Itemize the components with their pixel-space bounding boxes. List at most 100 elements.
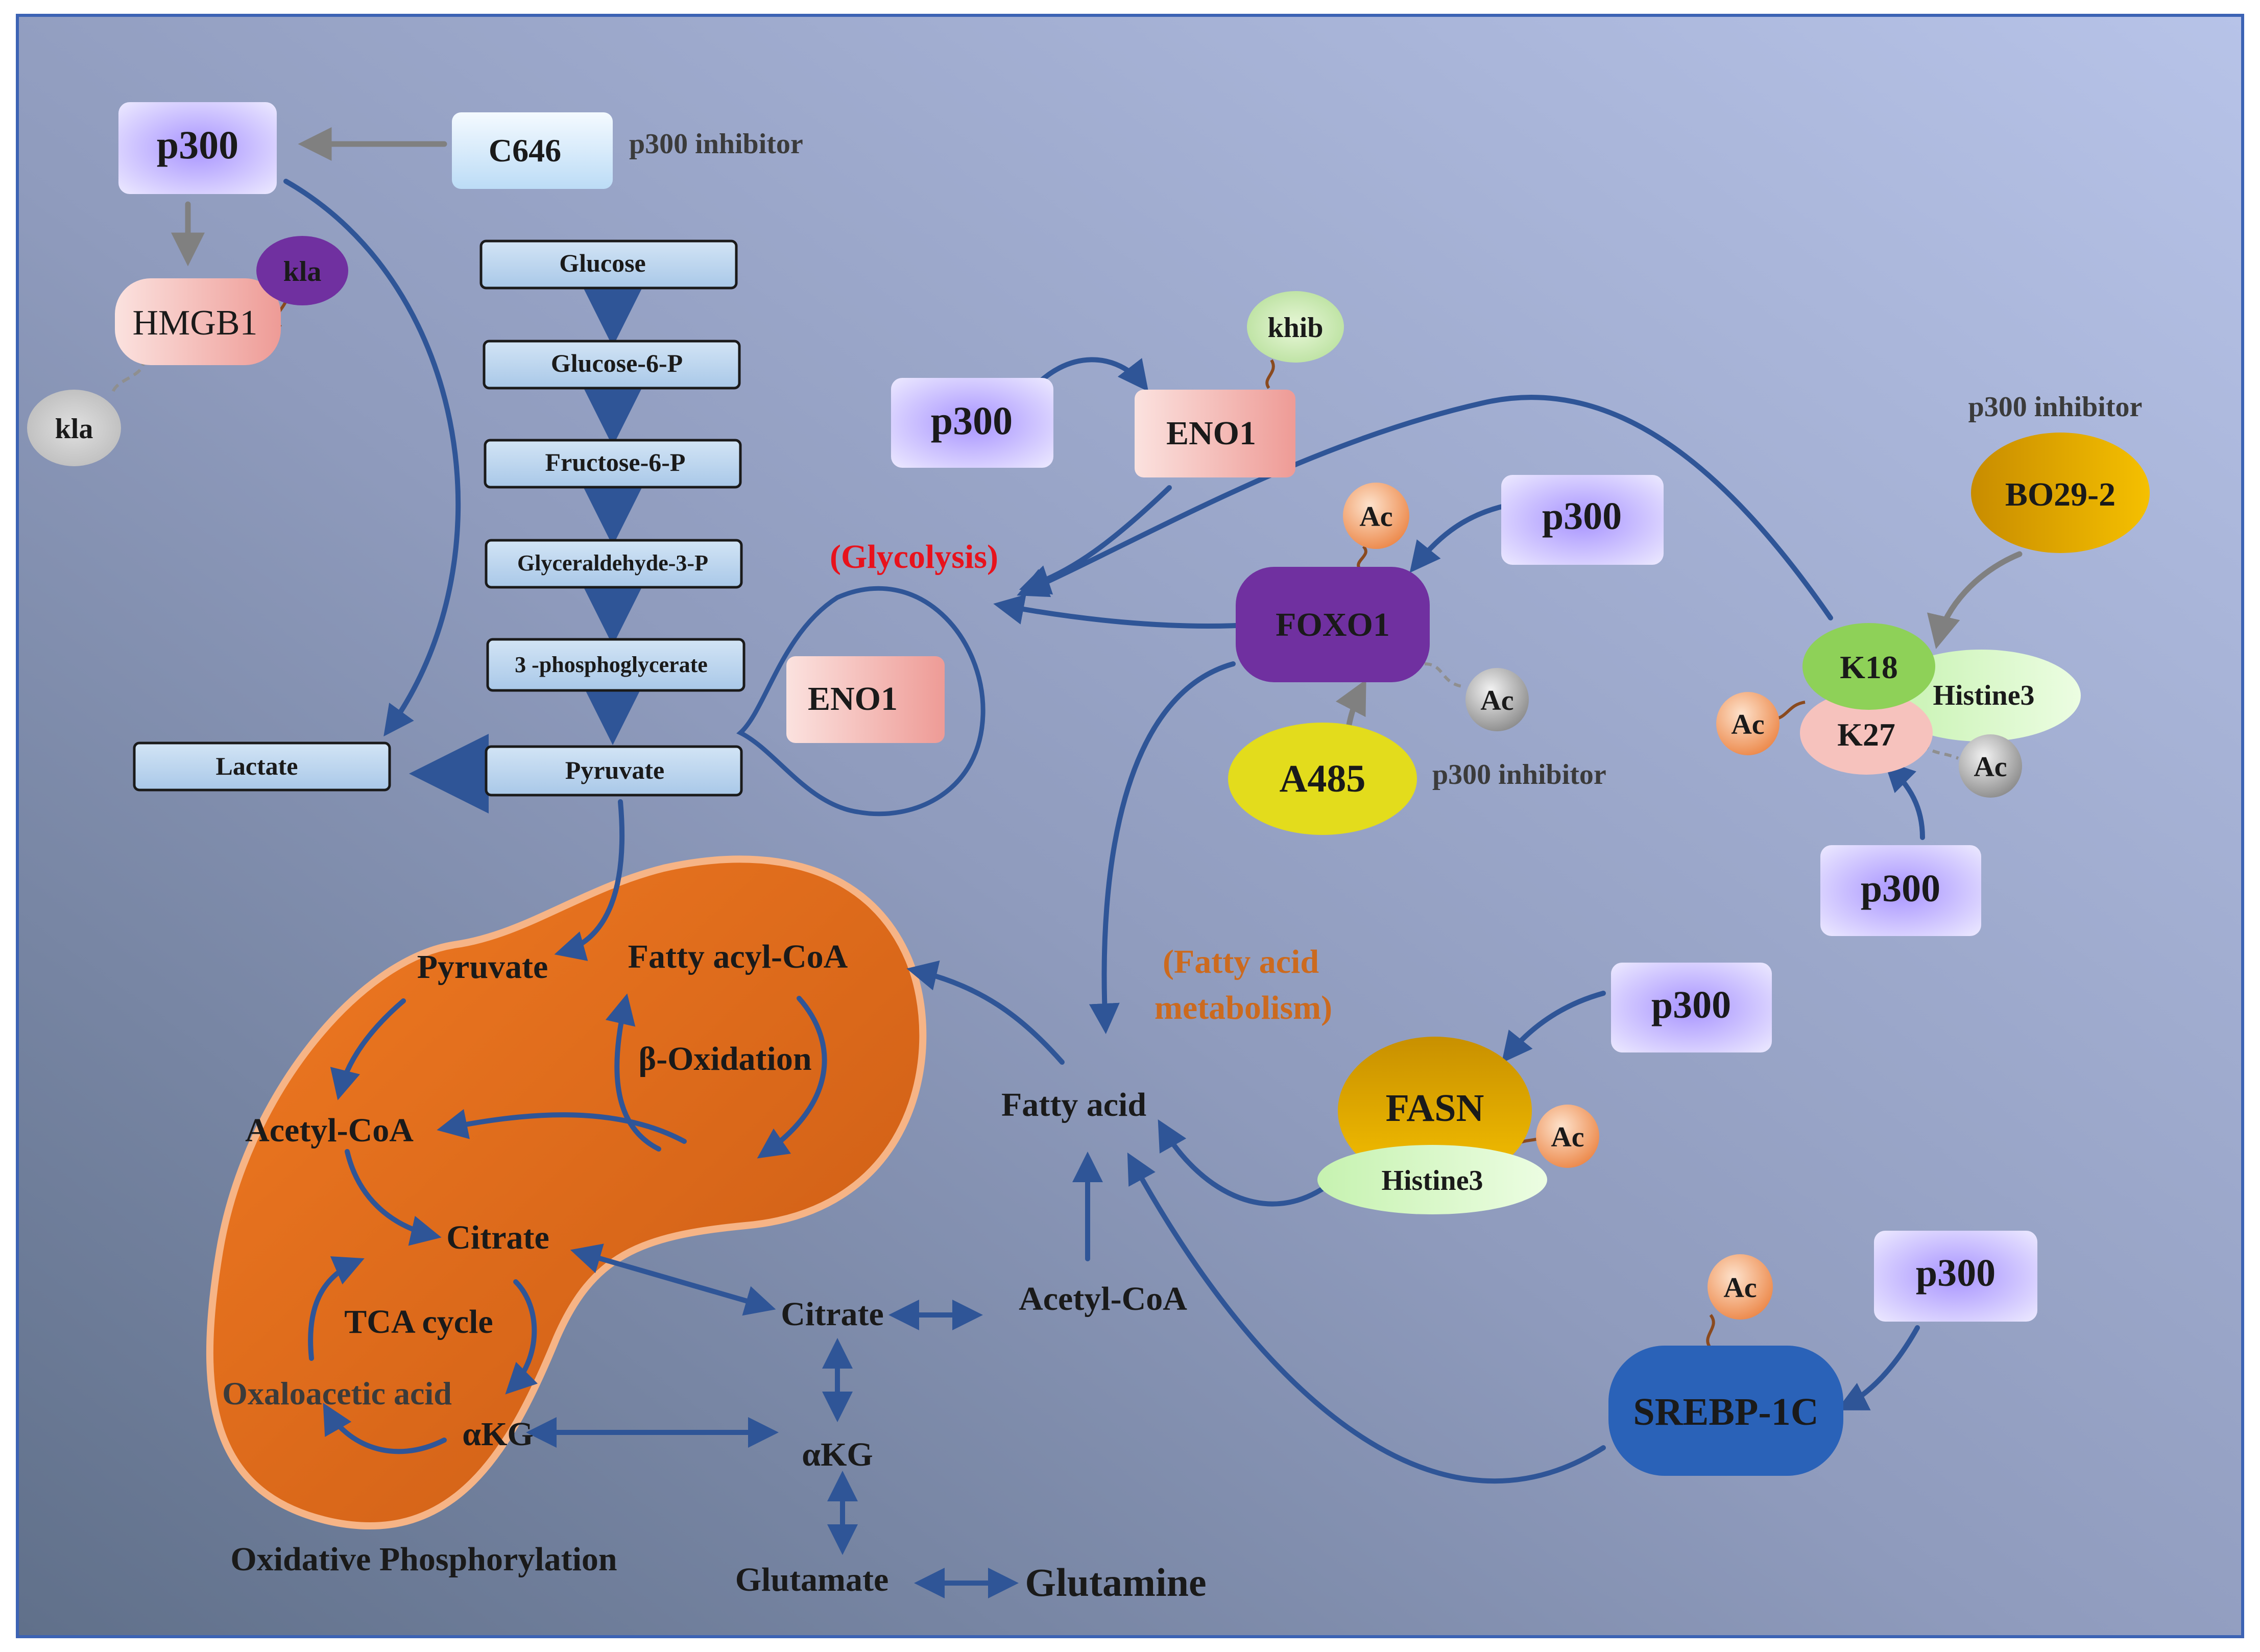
tether-eno1-khib — [1265, 359, 1275, 389]
kla-label-bottom: kla — [55, 413, 93, 445]
ac-badge-k27-left — [1716, 692, 1780, 755]
arrow-p300-to-k27 — [1884, 760, 1925, 840]
kla-badge-top — [256, 236, 348, 305]
arrow-oaa-to-citrate-cycle — [308, 1256, 365, 1361]
cytosol-citrate-label: Citrate — [781, 1296, 884, 1333]
arrow-acyl-to-betaox-left — [605, 993, 661, 1152]
eno1-node-loop — [786, 656, 945, 743]
ac-label-foxo1-right: Ac — [1480, 685, 1513, 716]
c646-node — [452, 112, 613, 189]
glycolysis-chain: Glucose Glucose-6-P Fructose-6-P Glycera… — [133, 240, 746, 797]
glucose-6-p-label: Glucose-6-P — [551, 349, 683, 377]
ac-badge-foxo1-right — [1465, 668, 1529, 731]
mito-akg-label: αKG — [462, 1416, 534, 1453]
arrow-srebp-to-fattyacid — [1127, 1152, 1606, 1484]
c646-inhibitor-label: p300 inhibitor — [629, 128, 803, 160]
k27-node — [1800, 691, 1933, 775]
khib-label: khib — [1268, 312, 1324, 344]
p300-label-eno1: p300 — [931, 398, 1013, 443]
ac-label-srebp: Ac — [1723, 1272, 1757, 1304]
arrow-citrate-exchange — [570, 1243, 776, 1316]
mito-acetyl-coa-label: Acetyl-CoA — [245, 1112, 414, 1149]
kla-badge-bottom — [27, 390, 121, 466]
arrow-fasn-to-fattyacid — [1158, 1119, 1338, 1207]
a485-inhibitor-label: p300 inhibitor — [1432, 759, 1606, 791]
3-phosphoglycerate-label: 3 -phosphoglycerate — [515, 652, 708, 677]
k18-node — [1802, 623, 1935, 710]
ac-badge-k27-right — [1959, 734, 2022, 798]
glyceraldehyde-3-p-box — [485, 539, 743, 589]
fatty-acid-metabolism-label-2: metabolism) — [1155, 989, 1332, 1026]
eno1-label-upper: ENO1 — [1166, 415, 1256, 452]
fructose-6-p-label: Fructose-6-P — [545, 448, 686, 476]
histine3-body-fasn — [1317, 1145, 1547, 1214]
histine3-label-fasn: Histine3 — [1381, 1165, 1483, 1196]
mito-citrate-label: Citrate — [446, 1219, 549, 1256]
mito-tca-cycle-label: TCA cycle — [344, 1303, 493, 1340]
ac-label-k27-left: Ac — [1731, 709, 1764, 740]
arrow-k18-to-glycolysis — [1017, 395, 1833, 620]
arrow-p300-to-foxo1-ac — [1409, 503, 1509, 573]
ac-badge-srebp — [1708, 1254, 1773, 1320]
kla-label-top: kla — [283, 256, 322, 288]
mito-beta-oxidation-label: β-Oxidation — [638, 1040, 811, 1078]
ac-label-fasn: Ac — [1551, 1121, 1584, 1153]
tether-foxo1-ac-right — [1424, 662, 1466, 688]
srebp-1c-label: SREBP-1C — [1633, 1391, 1818, 1433]
p300-label-fasn: p300 — [1651, 984, 1731, 1026]
arrow-pyruvate-into-mitochondria — [554, 799, 625, 961]
eno1-node-upper — [1135, 390, 1295, 477]
arrow-acyl-to-betaox-right — [757, 996, 827, 1159]
tether-srebp-ac — [1706, 1314, 1715, 1349]
glucose-label: Glucose — [559, 249, 645, 277]
p300-node-eno1 — [891, 378, 1053, 468]
arrow-akg-to-oaa-cycle — [323, 1402, 447, 1454]
p300-node-srebp — [1874, 1231, 2037, 1322]
cytosol-akg-label: αKG — [802, 1436, 873, 1473]
arrow-fattyacid-to-acylcoa — [906, 960, 1065, 1065]
arrow-citrate-to-akg-cycle — [505, 1279, 538, 1395]
ac-badge-fasn — [1536, 1105, 1599, 1168]
glucose-6-p-box — [483, 340, 741, 390]
arrow-p300-to-lactate — [283, 179, 461, 737]
ac-badge-foxo1-top — [1343, 483, 1409, 549]
fatty-acid-metabolism-label-1: (Fatty acid — [1163, 943, 1319, 980]
p300-node-foxo1 — [1501, 475, 1664, 565]
a485-node — [1228, 723, 1417, 835]
p300-label-topleft: p300 — [157, 123, 238, 167]
lactate-box — [133, 741, 391, 792]
fasn-node — [1338, 1037, 1532, 1185]
pyruvate-box — [485, 745, 743, 797]
p300-node-k27 — [1820, 845, 1981, 936]
arrow-p300-to-fasn — [1501, 991, 1606, 1063]
lactate-label: Lactate — [215, 752, 298, 780]
hmgb1-node — [115, 278, 281, 365]
arrow-pyruvate-to-acetylcoa — [330, 998, 406, 1100]
k27-label: K27 — [1837, 716, 1895, 753]
cytosol-acetyl-coa-label: Acetyl-CoA — [1019, 1280, 1187, 1318]
mito-pyruvate-label: Pyruvate — [417, 948, 548, 986]
bo29-2-label: BO29-2 — [2005, 476, 2115, 513]
p300-label-k27: p300 — [1861, 867, 1940, 910]
foxo1-node — [1236, 567, 1430, 682]
histine3-label-k18: Histine3 — [1933, 680, 2034, 711]
arrow-foxo1-to-glycolysis — [993, 594, 1238, 629]
arrow-bo29-to-histone — [1927, 551, 2023, 650]
p300-label-srebp: p300 — [1916, 1252, 1995, 1295]
arrow-p300-to-eno1 — [1026, 357, 1149, 396]
fatty-acid-label: Fatty acid — [1001, 1086, 1146, 1123]
eno1-label-loop: ENO1 — [808, 680, 898, 717]
arrow-foxo1-to-fattyacid — [1089, 661, 1236, 1034]
mito-oxaloacetic-acid-label: Oxaloacetic acid — [222, 1375, 452, 1411]
foxo1-label: FOXO1 — [1276, 606, 1390, 643]
glutamine-label: Glutamine — [1025, 1560, 1206, 1605]
glucose-box — [479, 240, 738, 290]
bo29-2-node — [1971, 433, 2150, 553]
eno1-loop — [736, 586, 985, 817]
bo29-inhibitor-label: p300 inhibitor — [1968, 391, 2143, 423]
oxidative-phosphorylation-label: Oxidative Phosphorylation — [230, 1541, 617, 1578]
k18-label: K18 — [1840, 649, 1898, 685]
p300-label-foxo1: p300 — [1542, 495, 1622, 538]
